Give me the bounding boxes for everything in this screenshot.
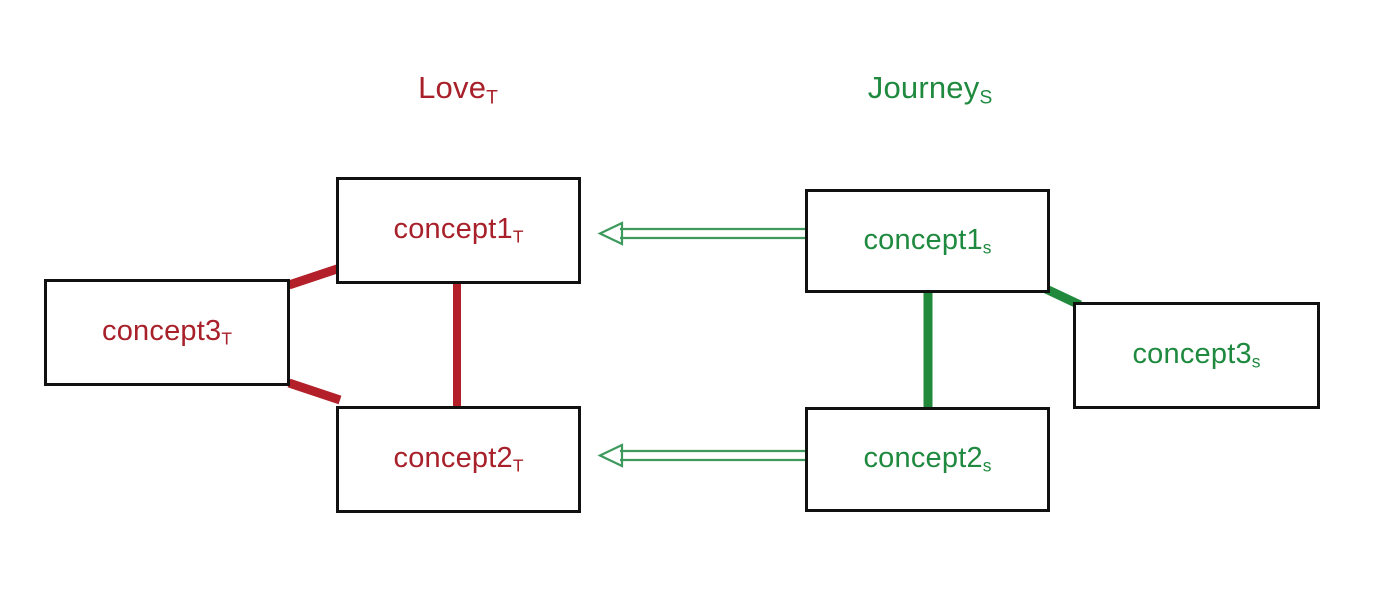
concept-box-concept3-target[interactable]: concept3T (44, 279, 290, 386)
concept-label-concept3-target: concept3T (102, 315, 232, 349)
mapping-arrow-concept2[interactable] (597, 443, 805, 468)
concept-box-concept3-source[interactable]: concept3s (1073, 302, 1320, 409)
concept-box-concept1-target[interactable]: concept1T (336, 177, 581, 284)
concept-label-concept3-source: concept3s (1132, 338, 1261, 372)
target-domain-title: LoveT (418, 70, 498, 109)
concept-box-concept2-target[interactable]: concept2T (336, 406, 581, 513)
target-domain-title-subscript: T (486, 87, 498, 109)
concept-label-concept2-target: concept2T (393, 442, 524, 476)
concept-box-concept1-source[interactable]: concept1s (805, 189, 1050, 293)
source-domain-title-subscript: S (979, 87, 993, 109)
arrowhead-icon (597, 221, 624, 246)
concept-label-concept1-source: concept1s (863, 223, 992, 258)
target-domain-title-text: Love (418, 70, 487, 105)
source-domain-title: JourneyS (868, 70, 993, 109)
mapping-arrow-concept1[interactable] (597, 221, 805, 246)
concept-box-concept2-source[interactable]: concept2s (805, 407, 1050, 512)
concept-label-concept2-source: concept2s (863, 442, 992, 476)
source-domain-title-text: Journey (867, 70, 980, 105)
concept-label-concept1-target: concept1T (393, 213, 524, 247)
arrowhead-icon (597, 443, 624, 468)
